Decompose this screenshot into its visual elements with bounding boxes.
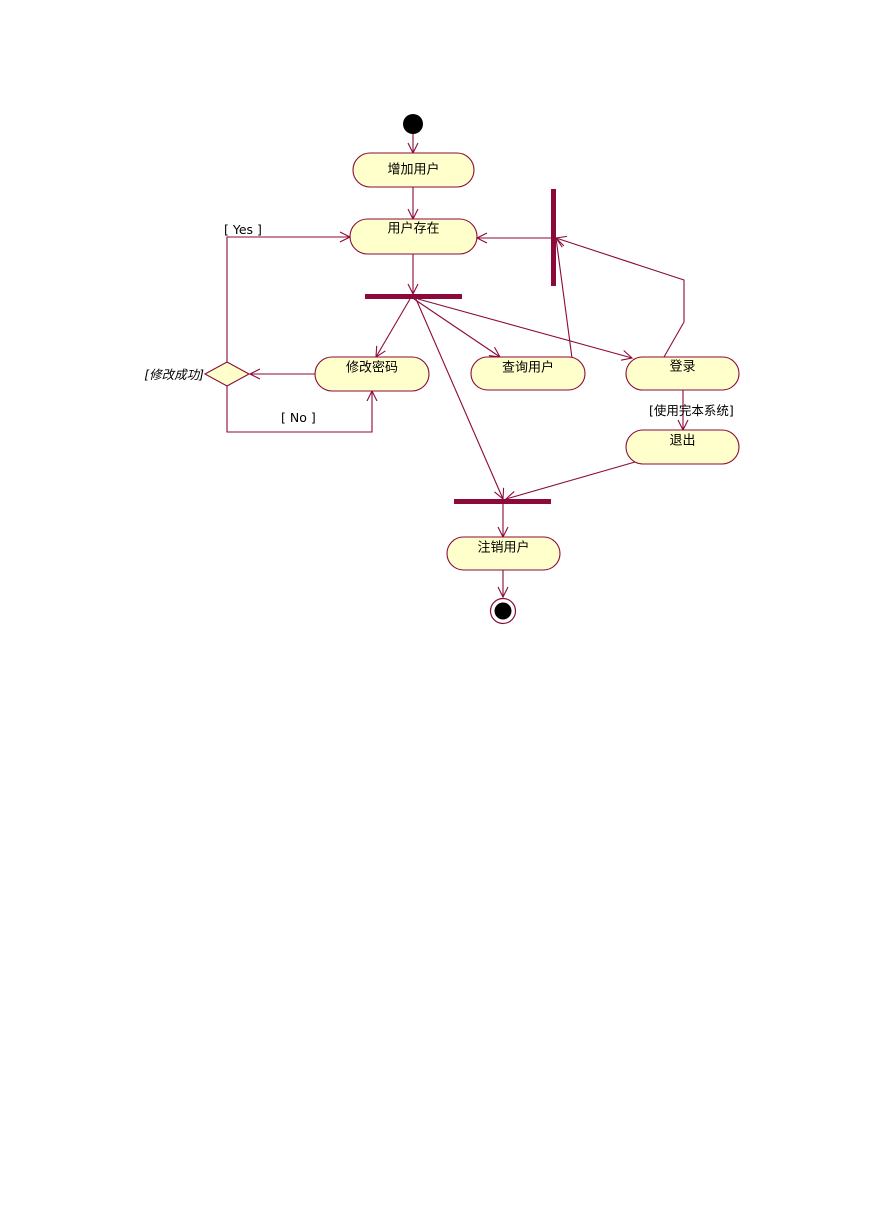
activity-login-label: 登录	[669, 360, 695, 375]
initial-node	[403, 114, 423, 134]
activity-logout-label: 退出	[669, 434, 695, 449]
guard-modify-success-label: [修改成功]	[144, 367, 204, 382]
edge-login-to-vbar	[556, 238, 685, 358]
activity-cancel-user-label: 注销用户	[477, 540, 529, 556]
final-node	[489, 597, 517, 625]
guard-yes-label: [ Yes ]	[224, 222, 262, 237]
sync-bar-vertical	[551, 189, 556, 286]
fork-bar	[365, 294, 462, 299]
activity-change-password: 修改密码	[314, 356, 430, 392]
activity-user-exists-label: 用户存在	[387, 221, 439, 237]
activity-user-exists: 用户存在	[349, 218, 478, 255]
guard-no-label: [ No ]	[281, 410, 316, 425]
edge-fork-to-join	[415, 298, 503, 499]
activity-change-password-label: 修改密码	[346, 360, 398, 376]
edge-fork-to-change-password	[376, 298, 411, 357]
activity-cancel-user: 注销用户	[446, 536, 561, 571]
decision-node	[203, 361, 251, 387]
join-bar	[454, 499, 551, 504]
activity-logout: 退出	[625, 429, 740, 465]
edge-fork-to-query-user	[413, 298, 500, 357]
edge-logout-to-join	[506, 461, 636, 499]
guard-finish-use-label: [使用完本系统]	[649, 403, 734, 418]
edge-decision-no-to-change-password	[226, 386, 372, 433]
edge-decision-yes-to-user-exists	[226, 237, 350, 362]
edge-fork-to-login	[417, 298, 632, 358]
activity-add-user-label: 增加用户	[387, 162, 439, 178]
edge-query-user-to-vbar	[556, 238, 573, 359]
activity-add-user: 增加用户	[352, 152, 475, 188]
activity-query-user: 查询用户	[470, 356, 586, 391]
activity-query-user-label: 查询用户	[502, 360, 554, 376]
activity-login: 登录	[625, 356, 740, 391]
edges	[226, 134, 685, 597]
